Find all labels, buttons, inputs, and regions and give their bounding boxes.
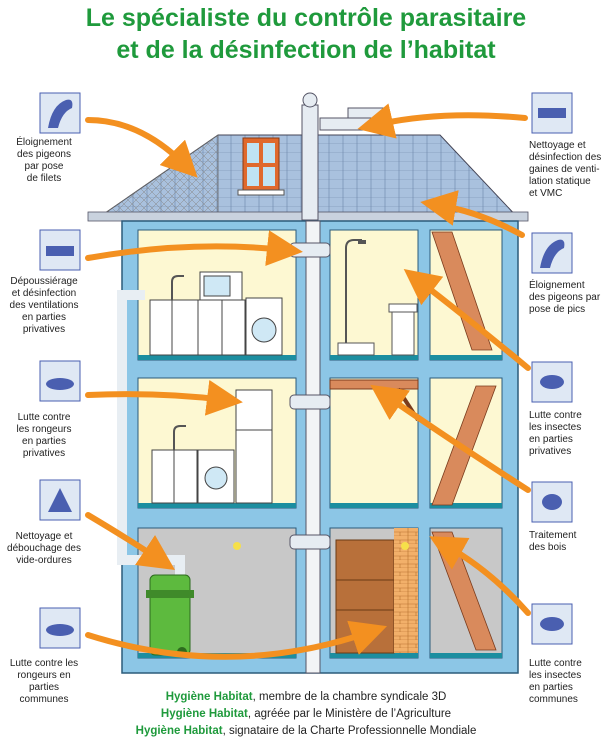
basement	[146, 528, 418, 657]
garbage-chute-pipe	[117, 290, 185, 580]
pigeon-icon	[39, 92, 81, 134]
chute-icon	[39, 479, 81, 521]
rat-icon	[39, 607, 81, 649]
cockroach-icon	[531, 603, 573, 645]
footer-line-3: Hygiène Habitat, signataire de la Charte…	[135, 725, 477, 737]
arrow-pigeons-pics	[420, 190, 525, 238]
label-insectes-communes: Lutte contre les insectes en parties com…	[529, 658, 582, 705]
label-pigeons-filets: Éloignement des pigeons par pose de file…	[16, 137, 72, 184]
arrow-gaines	[357, 103, 528, 139]
label-ventilations: Dépoussiérage et désinfection des ventil…	[9, 276, 79, 335]
label-rongeurs-communes: Lutte contre les rongeurs en parties com…	[9, 658, 79, 705]
arrow-pigeons-filets	[85, 117, 198, 178]
rat-icon	[39, 360, 81, 402]
label-pigeons-pics: Éloignement des pigeons par pose de pics	[529, 280, 601, 315]
service-arrows	[85, 103, 531, 660]
pigeon-icon	[531, 232, 573, 274]
beetle-icon	[531, 481, 573, 523]
bathroom	[337, 239, 418, 356]
footer-line-1: Hygiène Habitat, membre de la chambre sy…	[165, 691, 447, 703]
arrow-insectes-privatives	[403, 269, 531, 371]
label-rongeurs-privatives: Lutte contre les rongeurs en parties pri…	[16, 412, 72, 459]
footer-line-2: Hygiène Habitat, agréée par le Ministère…	[160, 708, 452, 720]
ventilation-shaft	[289, 220, 331, 674]
arrow-insectes-communes	[429, 536, 531, 616]
kitchen-top	[149, 271, 283, 356]
label-bois: Traitement des bois	[529, 530, 577, 553]
arrow-ventilations	[85, 230, 303, 267]
page-title-line-2: et de la désinfection de l’habitat	[116, 36, 496, 64]
arrow-bois	[370, 384, 531, 493]
page-title-line-1: Le spécialiste du contrôle parasitaire	[85, 4, 527, 32]
dormer-window	[237, 137, 285, 196]
label-vide-ordures: Nettoyage et débouchage des vide-ordures	[7, 531, 81, 566]
vent-duct-icon	[531, 92, 573, 134]
cockroach-icon	[531, 361, 573, 403]
vent-duct-icon	[39, 229, 81, 271]
label-insectes-privatives: Lutte contre les insectes en parties pri…	[529, 410, 582, 457]
arrow-rongeurs-communes	[85, 620, 388, 660]
label-gaines: Nettoyage et désinfection des gaines de …	[529, 140, 602, 199]
kitchen-middle	[151, 389, 273, 504]
arrow-vide-ordures	[85, 512, 175, 570]
arrow-rongeurs-privatives	[85, 379, 243, 416]
